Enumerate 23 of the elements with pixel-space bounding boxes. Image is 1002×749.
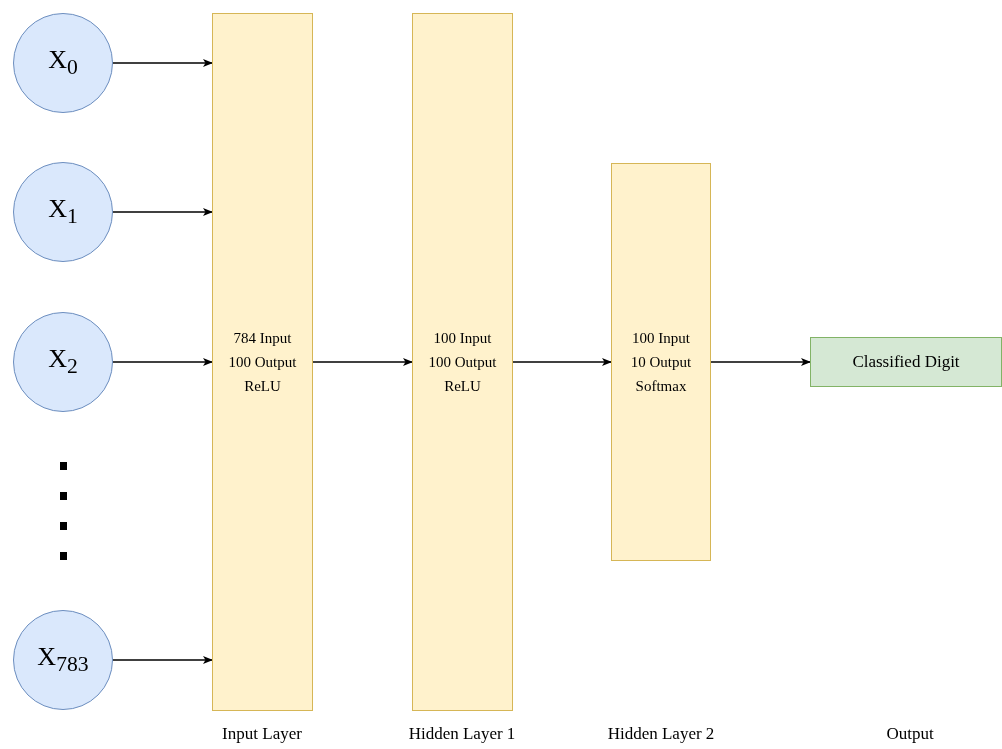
- arrow: [312, 358, 413, 366]
- node-label: Classified Digit: [852, 352, 960, 372]
- arrow: [112, 358, 213, 366]
- output-box: [810, 337, 1002, 387]
- node-label: 100 Input 100 Output ReLU: [427, 329, 498, 396]
- layer-caption: Output: [886, 724, 934, 744]
- variable-label: X$_{0}$: [48, 45, 78, 81]
- arrow: [112, 208, 213, 216]
- node-label: 784 Input 100 Output ReLU: [227, 329, 298, 396]
- layer-box: [412, 13, 513, 711]
- node-label: 100 Input 10 Output Softmax: [629, 329, 693, 396]
- layer-box: [611, 163, 711, 561]
- layer-caption: Input Layer: [222, 724, 302, 744]
- layer-box: [212, 13, 313, 711]
- variable-label: X$_{1}$: [48, 194, 78, 230]
- variable-label: X$_{783}$: [37, 642, 89, 678]
- arrow: [512, 358, 612, 366]
- arrow: [112, 59, 213, 67]
- layer-caption: Hidden Layer 1: [408, 724, 516, 744]
- arrow: [112, 656, 213, 664]
- variable-label: X$_{2}$: [48, 344, 78, 380]
- arrow: [710, 358, 811, 366]
- layer-caption: Hidden Layer 2: [607, 724, 715, 744]
